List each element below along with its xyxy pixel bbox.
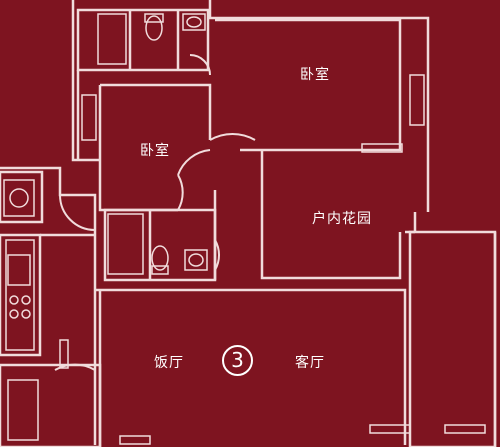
door-swings	[54, 54, 256, 371]
unit-number-badge: 3	[222, 345, 253, 376]
room-label-bedroom-left: 卧室	[140, 143, 170, 159]
room-label-living: 客厅	[295, 355, 325, 371]
fixtures	[3, 13, 425, 441]
room-label-garden: 户内花园	[312, 211, 372, 227]
room-label-dining: 饭厅	[154, 355, 184, 371]
room-label-bedroom-upper: 卧室	[300, 67, 330, 83]
windows	[59, 143, 486, 445]
